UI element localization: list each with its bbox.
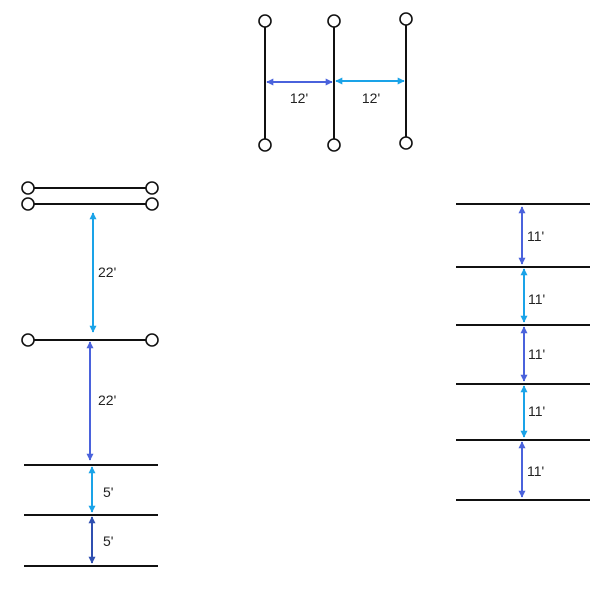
top-group: 12' 12' [258,12,413,152]
top-gap2-label: 12' [362,90,380,106]
right-gap-5-label: 11' [527,463,544,479]
right-gap-3-label: 11' [528,346,545,362]
left-gap-small2-label: 5' [103,533,113,549]
left-bar-1-cap-left [21,181,35,195]
left-gap-small1-label: 5' [103,484,113,500]
left-bar-2-cap-right [145,197,159,211]
right-gap-4-label: 11' [528,403,545,419]
top-post-1-cap-top [258,14,272,28]
left-bar-3-cap-left [21,333,35,347]
top-post-1-cap-bottom [258,138,272,152]
left-bar-3-cap-right [145,333,159,347]
top-post-2-cap-top [327,14,341,28]
right-gap-1-label: 11' [527,228,544,244]
top-post-3-cap-top [399,12,413,26]
left-bar-2-cap-left [21,197,35,211]
left-gap-lower-label: 22' [98,392,116,408]
top-post-3-cap-bottom [399,136,413,150]
left-bar-1-cap-right [145,181,159,195]
left-group: 22' 22' 5' 5' [21,181,159,567]
top-gap1-label: 12' [290,90,308,106]
right-gap-2-label: 11' [528,291,545,307]
left-gap-upper-label: 22' [98,264,116,280]
top-post-2-cap-bottom [327,138,341,152]
right-group: 11' 11' 11' 11' 11' [456,203,590,501]
